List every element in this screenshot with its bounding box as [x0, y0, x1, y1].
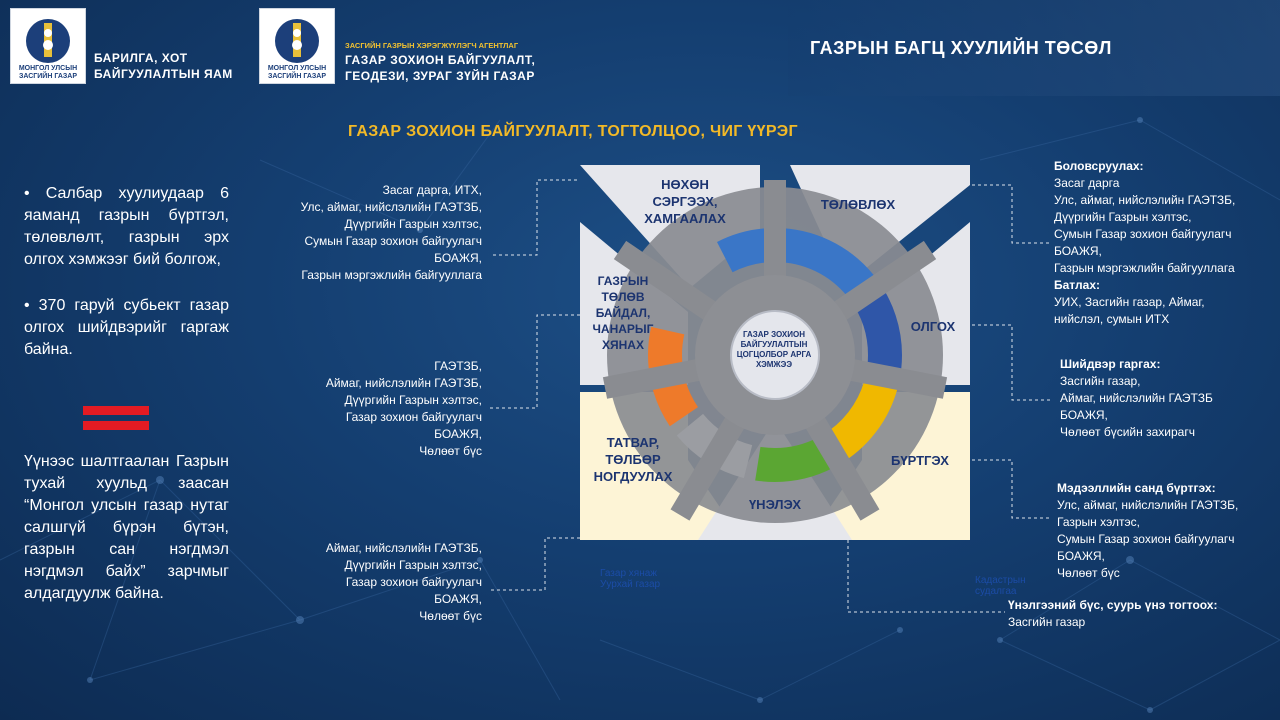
- left-paragraph-1: • Салбар хуулиудаар 6 яаманд газрын бүрт…: [24, 185, 229, 268]
- info-line: УИХ, Засгийн газар, Аймаг,: [1054, 295, 1205, 309]
- ministry-name-line1: БАРИЛГА, ХОТ: [94, 51, 188, 65]
- page-title: ГАЗРЫН БАГЦ ХУУЛИЙН ТӨСӨЛ: [810, 38, 1112, 58]
- info-line: Чөлөөт бүс: [1057, 566, 1120, 580]
- info-line: ГАЭТЗБ,: [434, 359, 482, 373]
- info-line: Засгийн газар: [1008, 615, 1086, 629]
- info-line: БОАЖЯ,: [1060, 408, 1108, 422]
- segment-monitor-condition: ГАЗРЫН ТӨЛӨВ БАЙДАЛ, ЧАНАРЫГ ХЯНАХ: [592, 274, 654, 352]
- segment-allocate: ОЛГОХ: [910, 319, 956, 334]
- segment-restore-protect: НӨХӨН СЭРГЭЭХ, ХАМГААЛАХ: [644, 177, 726, 226]
- agency-logo: МОНГОЛ УЛСЫН ЗАСГИЙН ГАЗАР: [259, 8, 335, 84]
- info-line: Чөлөөт бүсийн захирагч: [1060, 425, 1195, 439]
- info-line: Чөлөөт бүс: [419, 444, 482, 458]
- ghost-label-left: Газар хянаж Уурхай газар: [600, 568, 661, 590]
- ring-orange: [648, 228, 902, 482]
- info-line: Дүүргийн Газрын хэлтэс,: [344, 217, 482, 231]
- section-subtitle: ГАЗАР ЗОХИОН БАЙГУУЛАЛТ, ТОГТОЛЦОО, ЧИГ …: [348, 123, 798, 140]
- agency-name-line2: ГЕОДЕЗИ, ЗУРАГ ЗҮЙН ГАЗАР: [345, 69, 535, 83]
- land-management-diagram: [580, 165, 970, 540]
- info-registry-actors: Мэдээллийн санд бүртгэх: Улс, аймаг, ний…: [1057, 480, 1238, 582]
- info-heading: Боловсруулах:: [1054, 159, 1144, 173]
- segment-planning: ТӨЛӨВЛӨХ: [820, 197, 896, 212]
- info-line: Сумын Газар зохион байгуулагч: [1057, 532, 1235, 546]
- segment-register: БҮРТГЭХ: [891, 453, 949, 468]
- info-line: БОАЖЯ,: [434, 592, 482, 606]
- info-valuation-actors: Үнэлгээний бүс, суурь үнэ тогтоох: Засги…: [1008, 597, 1217, 631]
- info-heading: Мэдээллийн санд бүртгэх:: [1057, 481, 1216, 495]
- info-line: Аймаг, нийслэлийн ГАЭТЗБ: [1060, 391, 1213, 405]
- soyombo-emblem-icon: [275, 19, 319, 63]
- info-line: Засаг дарга, ИТХ,: [382, 183, 482, 197]
- info-line: БОАЖЯ,: [1054, 244, 1102, 258]
- info-line: Газрын мэргэжлийн байгууллага: [301, 268, 482, 282]
- info-tax-actors: Аймаг, нийслэлийн ГАЭТЗБ, Дүүргийн Газры…: [326, 540, 482, 625]
- info-line: Улс, аймаг, нийслэлийн ГАЭТЗБ,: [300, 200, 482, 214]
- info-line: Сумын Газар зохион байгуулагч: [1054, 227, 1232, 241]
- segment-valuation: ҮНЭЛЭХ: [748, 497, 802, 512]
- info-line: Сумын Газар зохион байгуулагч: [304, 234, 482, 248]
- info-heading: Батлах:: [1054, 278, 1100, 292]
- info-line: Газрын хэлтэс,: [1057, 515, 1140, 529]
- equals-bar-bottom: [83, 421, 149, 430]
- left-paragraph-3: Үүнээс шалтгаалан Газрын тухай хуульд за…: [24, 453, 229, 602]
- left-paragraph-2: • 370 гаруй субьект газар олгох шийдвэри…: [24, 297, 229, 358]
- center-label: ГАЗАР ЗОХИОН БАЙГУУЛАЛТЫН ЦОГЦОЛБОР АРГА…: [736, 330, 812, 369]
- equals-bar-top: [83, 406, 149, 415]
- soyombo-emblem-icon: [26, 19, 70, 63]
- info-line: Газрын мэргэжлийн байгууллага: [1054, 261, 1235, 275]
- ring-navy: [648, 228, 902, 482]
- center-hub: [730, 310, 820, 400]
- info-line: Газар зохион байгуулагч: [345, 410, 482, 424]
- info-line: Улс, аймаг, нийслэлийн ГАЭТЗБ,: [1057, 498, 1239, 512]
- info-monitor-actors: ГАЭТЗБ, Аймаг, нийслэлийн ГАЭТЗБ, Дүүрги…: [326, 358, 482, 460]
- info-line: Дүүргийн Газрын хэлтэс,: [344, 393, 482, 407]
- info-line: Дүүргийн Газрын хэлтэс,: [1054, 210, 1192, 224]
- info-restore-actors: Засаг дарга, ИТХ, Улс, аймаг, нийслэлийн…: [301, 182, 482, 284]
- info-line: Аймаг, нийслэлийн ГАЭТЗБ,: [325, 541, 482, 555]
- info-line: Улс, аймаг, нийслэлийн ГАЭТЗБ,: [1054, 193, 1236, 207]
- logo-caption: МОНГОЛ УЛСЫН ЗАСГИЙН ГАЗАР: [18, 65, 78, 80]
- ghost-label-right: Кадастрын судалгаа: [975, 575, 1026, 597]
- info-line: Засгийн газар,: [1060, 374, 1141, 388]
- info-line: Засаг дарга: [1054, 176, 1120, 190]
- agency-type: ЗАСГИЙН ГАЗРЫН ХЭРЭГЖҮҮЛЭГЧ АГЕНТЛАГ: [345, 41, 519, 50]
- ministry-name-line2: БАЙГУУЛАЛТЫН ЯАМ: [94, 67, 233, 81]
- info-line: Дүүргийн Газрын хэлтэс,: [344, 558, 482, 572]
- info-heading: Үнэлгээний бүс, суурь үнэ тогтоох:: [1008, 598, 1218, 612]
- info-line: БОАЖЯ,: [434, 251, 482, 265]
- agency-name: ГАЗАР ЗОХИОН БАЙГУУЛАЛТ, ГЕОДЕЗИ, ЗУРАГ …: [345, 52, 535, 84]
- info-line: нийслэл, сумын ИТХ: [1054, 312, 1170, 326]
- info-decision-actors: Шийдвэр гаргах: Засгийн газар, Аймаг, ни…: [1060, 356, 1213, 441]
- info-heading: Шийдвэр гаргах:: [1060, 357, 1161, 371]
- info-line: БОАЖЯ,: [434, 427, 482, 441]
- info-line: Чөлөөт бүс: [419, 609, 482, 623]
- info-line: Газар зохион байгуулагч: [345, 575, 482, 589]
- info-line: БОАЖЯ,: [1057, 549, 1105, 563]
- ministry-name: БАРИЛГА, ХОТ БАЙГУУЛАЛТЫН ЯАМ: [94, 50, 233, 82]
- segment-tax-fee: ТАТВАР, ТӨЛБӨР НОГДУУЛАХ: [593, 435, 673, 484]
- info-line: Аймаг, нийслэлийн ГАЭТЗБ,: [325, 376, 482, 390]
- title-band: [788, 0, 1280, 96]
- agency-name-line1: ГАЗАР ЗОХИОН БАЙГУУЛАЛТ,: [345, 53, 536, 67]
- ring-green: [648, 228, 902, 482]
- info-planning-actors: Боловсруулах: Засаг дарга Улс, аймаг, ни…: [1054, 158, 1272, 328]
- logo-caption: МОНГОЛ УЛСЫН ЗАСГИЙН ГАЗАР: [267, 65, 327, 80]
- government-logo: МОНГОЛ УЛСЫН ЗАСГИЙН ГАЗАР: [10, 8, 86, 84]
